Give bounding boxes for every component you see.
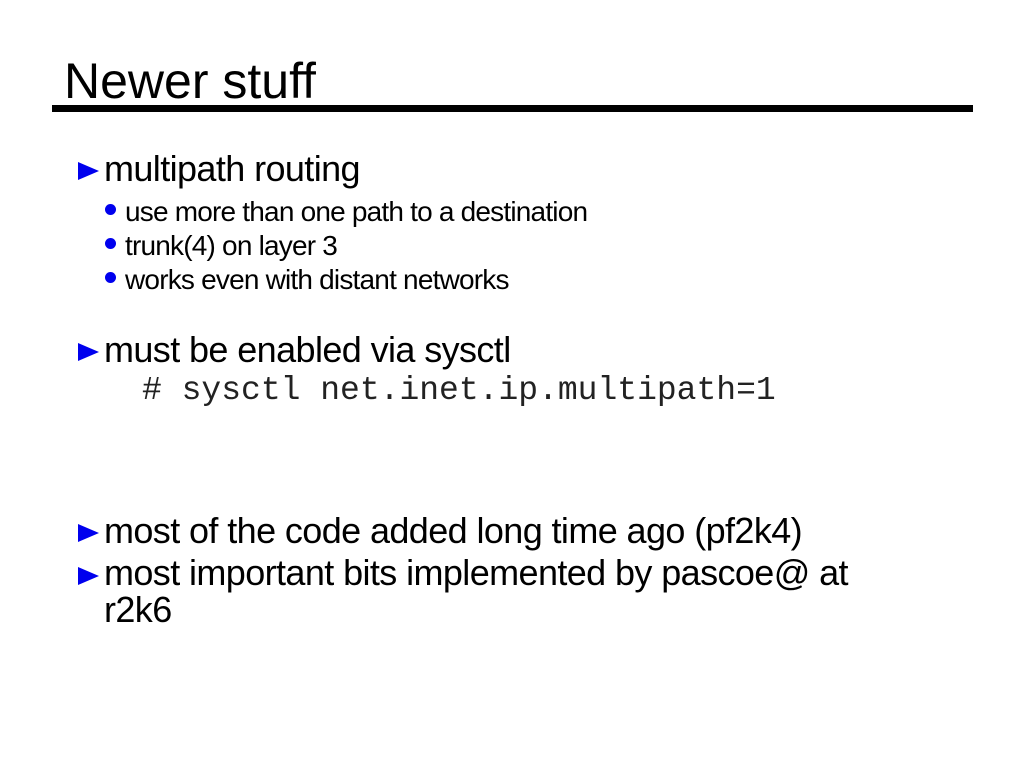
sysctl-command-code: # sysctl net.inet.ip.multipath=1	[142, 372, 776, 409]
bullet-enable-sysctl: must be enabled via sysctl	[104, 329, 511, 370]
bullet-code-added-pf2k4: most of the code added long time ago (pf…	[104, 510, 803, 551]
triangle-right-icon	[78, 162, 99, 180]
dot-icon	[105, 238, 116, 249]
dot-icon	[105, 204, 116, 215]
bullet-multipath-routing: multipath routing	[104, 148, 361, 189]
bullet-pascoe-line2: r2k6	[104, 589, 172, 630]
subbullet-trunk-layer3: trunk(4) on layer 3	[125, 230, 338, 261]
dot-icon	[105, 272, 116, 283]
bullet-pascoe-line1: most important bits implemented by pasco…	[104, 552, 848, 593]
title-underline	[52, 105, 973, 112]
triangle-right-icon	[78, 524, 99, 542]
subbullet-use-more-paths: use more than one path to a destination	[125, 196, 588, 227]
page-title: Newer stuff	[64, 53, 316, 109]
triangle-right-icon	[78, 343, 99, 361]
triangle-right-icon	[78, 567, 99, 585]
subbullet-distant-networks: works even with distant networks	[125, 264, 509, 295]
